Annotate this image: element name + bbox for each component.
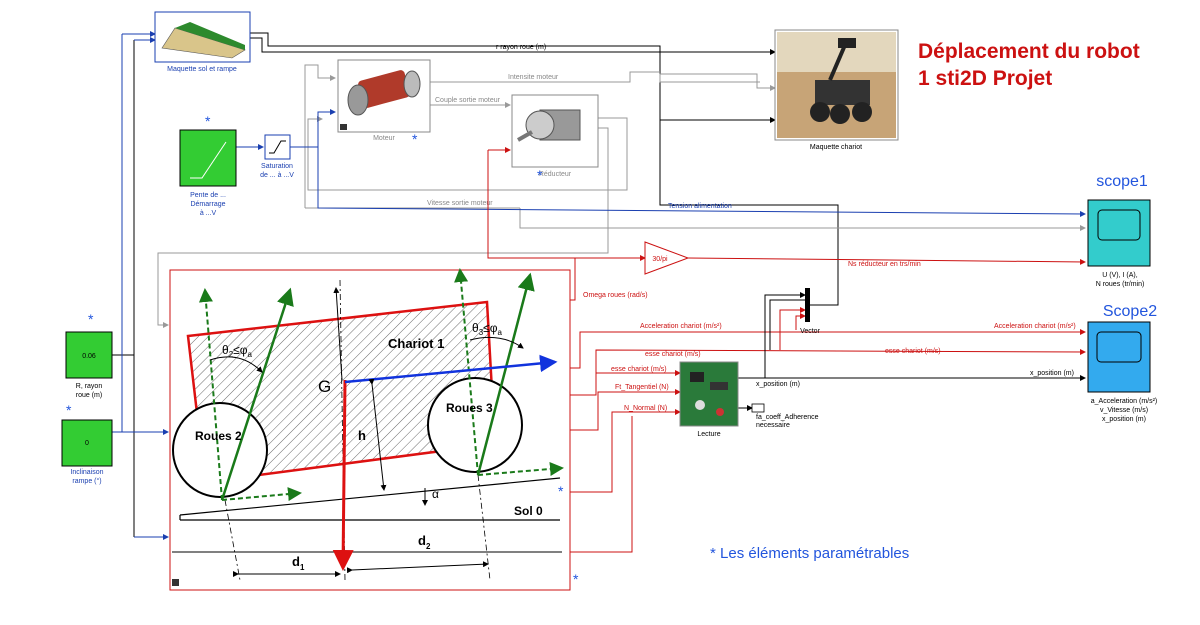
- label-d1: d1: [292, 554, 305, 572]
- note-parametrable: * Les éléments paramétrables: [710, 545, 909, 562]
- label-lecture: Lecture: [697, 431, 720, 438]
- label-roues2: Roues 2: [195, 429, 242, 443]
- title-scope2: Scope2: [1103, 303, 1157, 320]
- label-maquette-sol: Maquette sol et rampe: [167, 66, 237, 73]
- label-d2: d2: [418, 533, 431, 551]
- label-x-pos-right: x_position (m): [1030, 370, 1074, 377]
- block-pente[interactable]: Pente de ... Démarrage à ...V: [179, 129, 237, 217]
- label-scope1-1: U (V), I (A),: [1102, 272, 1137, 279]
- title-line-2: 1 sti2D Projet: [918, 67, 1052, 90]
- title-line-1: Déplacement du robot: [918, 40, 1140, 63]
- block-fa[interactable]: fa_coeff_Adherence necessaire: [751, 403, 819, 429]
- block-saturation[interactable]: Saturation de ... à ...V: [260, 134, 294, 179]
- label-r-rayon: r rayon roue (m): [496, 44, 546, 51]
- label-sol: Sol 0: [514, 504, 543, 518]
- red-signal-lines: Omega roues (rad/s) Ns réducteur en trs/…: [487, 147, 1086, 553]
- label-reducteur: Réducteur: [539, 171, 572, 178]
- star-rayon: *: [88, 311, 94, 327]
- label-vector: Vector: [800, 328, 821, 335]
- label-scope2-3: x_position (m): [1102, 416, 1146, 423]
- star-moteur: *: [412, 131, 418, 147]
- block-lecture[interactable]: Lecture: [679, 361, 739, 438]
- block-rayon[interactable]: 0.06 R, rayon roue (m): [65, 331, 113, 399]
- x-position-lines: x_position (m) x_position (m): [738, 292, 1086, 411]
- label-saturation-1: Saturation: [261, 163, 293, 170]
- block-maquette-chariot[interactable]: Maquette chariot: [774, 29, 899, 151]
- label-inclinaison-2: rampe (°): [72, 477, 101, 485]
- label-roues3: Roues 3: [446, 401, 493, 415]
- star-inclinaison: *: [66, 402, 72, 418]
- left-bus-lines: [112, 31, 169, 540]
- star-reducteur: *: [537, 167, 543, 183]
- label-fa-2: necessaire: [756, 422, 790, 429]
- label-vitesse: Vitesse sortie moteur: [427, 200, 493, 207]
- label-gain: 30/pi: [652, 256, 668, 263]
- label-esse-right: esse chariot (m/s): [885, 348, 941, 355]
- label-g: G: [318, 377, 331, 396]
- signal-r-rayon: r rayon roue (m): [250, 32, 839, 306]
- label-h: h: [358, 428, 366, 443]
- label-pente-1: Pente de ...: [190, 192, 226, 199]
- label-moteur: Moteur: [373, 135, 395, 142]
- block-scope2[interactable]: Scope2 a_Acceleration (m/s²) v_Vitesse (…: [1087, 303, 1158, 423]
- label-pente-3: à ...V: [200, 210, 217, 217]
- block-inclinaison[interactable]: 0 Inclinaison rampe (°): [61, 419, 113, 485]
- label-scope2-1: a_Acceleration (m/s²): [1091, 398, 1158, 405]
- label-pente-2: Démarrage: [190, 201, 225, 208]
- label-theta3: θ3≤φa: [472, 321, 503, 337]
- block-scope1[interactable]: scope1 U (V), I (A), N roues (tr/min): [1087, 173, 1151, 288]
- label-accel-right: Acceleration chariot (m/s²): [994, 323, 1076, 330]
- label-alpha: α: [432, 487, 439, 501]
- label-couple: Couple sortie moteur: [435, 97, 501, 104]
- label-esse-left: esse chariot (m/s): [645, 351, 701, 358]
- block-moteur[interactable]: Moteur: [337, 59, 431, 142]
- value-rayon: 0.06: [82, 353, 96, 360]
- motor-loop-lines: Intensite moteur Couple sortie moteur Vi…: [157, 64, 1086, 328]
- label-nn: N_Normal (N): [624, 405, 667, 412]
- block-reducteur[interactable]: Réducteur: [511, 94, 599, 178]
- label-omega: Omega roues (rad/s): [583, 292, 648, 299]
- label-rayon-1: R, rayon: [76, 383, 103, 390]
- label-accel-left: Acceleration chariot (m/s²): [640, 323, 722, 330]
- value-inclinaison: 0: [85, 440, 89, 447]
- label-x-pos-lecture: x_position (m): [756, 381, 800, 388]
- label-scope2-2: v_Vitesse (m/s): [1100, 407, 1148, 414]
- title-scope1: scope1: [1096, 173, 1148, 190]
- star-bottom: *: [573, 571, 579, 587]
- block-maquette-sol[interactable]: Maquette sol et rampe: [154, 11, 251, 73]
- block-gain[interactable]: 30/pi: [644, 241, 690, 275]
- label-maquette-chariot: Maquette chariot: [810, 144, 862, 151]
- label-inclinaison-1: Inclinaison: [70, 469, 103, 476]
- label-scope1-2: N roues (tr/min): [1096, 281, 1145, 288]
- label-ft: Ft_Tangentiel (N): [615, 384, 669, 391]
- block-vector[interactable]: Vector: [800, 288, 821, 335]
- label-rayon-2: roue (m): [76, 392, 102, 399]
- star-pente: *: [205, 113, 211, 129]
- label-fa-1: fa_coeff_Adherence: [756, 414, 819, 421]
- param-stars: * * * * * * *: [66, 113, 579, 587]
- label-tension: Tension alimentation: [668, 203, 732, 210]
- label-esse-lecture: esse chariot (m/s): [611, 366, 667, 373]
- label-chariot: Chariot 1: [388, 336, 444, 351]
- label-theta2: θ2≤φa: [222, 343, 253, 359]
- star-chariot: *: [558, 483, 564, 499]
- chariot-subsystem[interactable]: Chariot 1 G Roues 2 Roues 3 Sol 0 h α d1…: [169, 268, 571, 591]
- label-ns-reducteur: Ns réducteur en trs/min: [848, 261, 921, 268]
- label-intensite: Intensite moteur: [508, 74, 559, 81]
- label-saturation-2: de ... à ...V: [260, 172, 294, 179]
- pente-saturation-lines: Tension alimentation: [236, 109, 1086, 217]
